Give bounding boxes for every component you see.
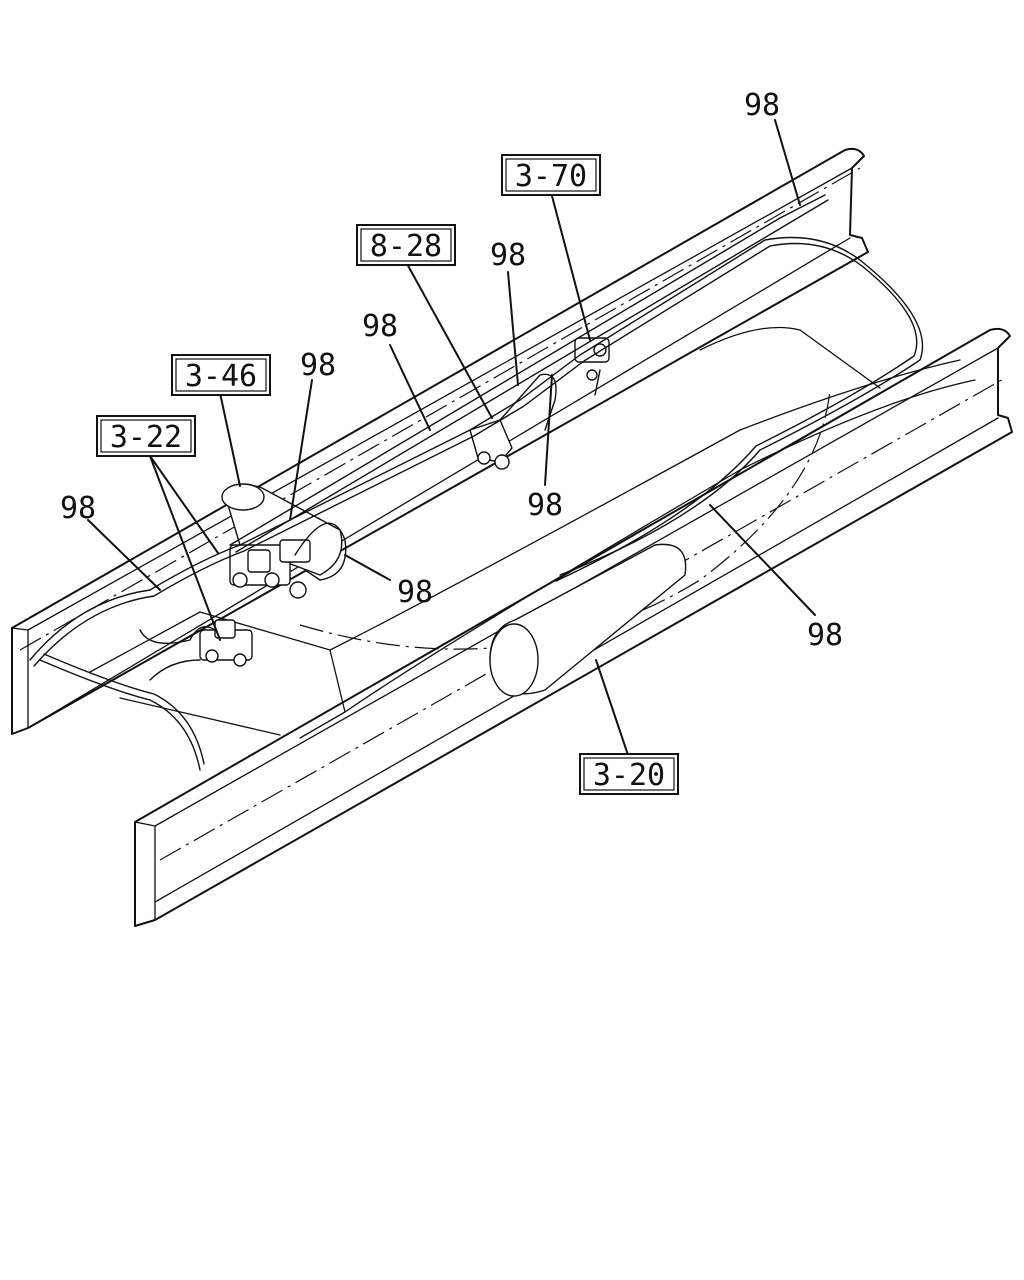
leader-98-e: [87, 519, 161, 591]
leader-98-a: [774, 119, 801, 206]
air-tank: [489, 543, 687, 697]
callout-98-a[interactable]: 98: [744, 88, 780, 123]
callout-3-46[interactable]: 3-46: [171, 354, 271, 396]
callout-3-70-label: 3-70: [515, 159, 587, 194]
leader-3-20: [595, 659, 629, 756]
leader-98-b: [507, 271, 519, 386]
callout-98-f[interactable]: 98: [527, 488, 563, 523]
callout-3-20-label: 3-20: [593, 758, 665, 793]
callout-8-28-label: 8-28: [370, 229, 442, 264]
callout-98-c[interactable]: 98: [362, 309, 398, 344]
centerline-left: [19, 167, 861, 651]
leader-lines: [87, 119, 816, 756]
leader-3-70: [551, 195, 591, 341]
leader-98-f: [544, 374, 553, 486]
leader-3-22-a: [149, 455, 219, 554]
cross-member: [89, 326, 976, 739]
valve-cluster-3-22-upper: [229, 539, 311, 599]
callout-3-20[interactable]: 3-20: [579, 753, 679, 795]
leader-8-28: [405, 261, 493, 419]
leader-98-h: [709, 504, 816, 616]
leader-3-22-b: [149, 455, 221, 641]
callout-8-28[interactable]: 8-28: [356, 224, 456, 266]
leader-98-c: [389, 344, 431, 431]
valve-8-28: [469, 419, 513, 470]
air-pipes: [29, 194, 924, 771]
callout-98-h[interactable]: 98: [807, 618, 843, 653]
callout-3-70[interactable]: 3-70: [501, 154, 601, 196]
reservoir-tank: [221, 483, 343, 576]
callout-98-g[interactable]: 98: [397, 575, 433, 610]
callout-3-22[interactable]: 3-22: [96, 415, 196, 457]
callout-98-b[interactable]: 98: [490, 238, 526, 273]
leader-3-46: [219, 392, 241, 487]
callout-98-e[interactable]: 98: [60, 491, 96, 526]
leader-98-d: [289, 379, 313, 521]
callout-3-46-label: 3-46: [185, 359, 257, 394]
left-side-rail: [11, 147, 869, 735]
callout-98-d[interactable]: 98: [300, 348, 336, 383]
valve-3-70: [574, 337, 610, 381]
leader-98-g: [344, 554, 391, 581]
callout-3-22-label: 3-22: [110, 420, 182, 455]
centerline-cross: [299, 389, 831, 650]
valve-cluster-3-22-lower: [199, 619, 253, 667]
